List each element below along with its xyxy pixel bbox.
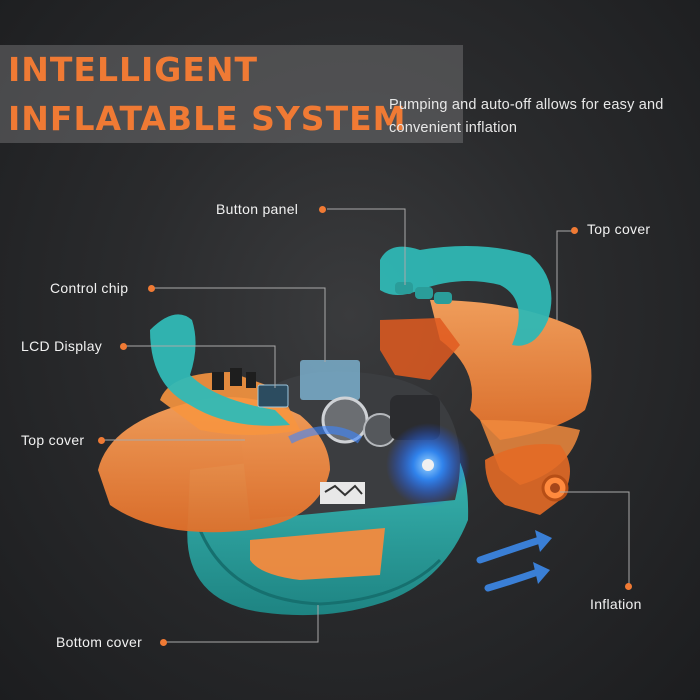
right-teal-strap <box>380 246 552 346</box>
inner-frame-top <box>380 318 460 380</box>
callout-lcd-display: LCD Display <box>21 338 103 354</box>
callout-top-cover-left: Top cover <box>21 432 85 448</box>
component <box>230 368 242 386</box>
callout-inflation: Inflation <box>590 596 642 612</box>
leader-line-button-panel <box>327 208 406 285</box>
bottom-cover-rim <box>198 529 442 606</box>
callout-dot-control-chip <box>148 285 155 292</box>
component <box>246 372 256 388</box>
front-orange-panel <box>250 528 385 580</box>
callout-dot-top-cover-right <box>571 227 578 234</box>
callout-button-panel: Button panel <box>216 201 299 217</box>
left-teal-strap <box>150 314 290 426</box>
callout-dot-inflation <box>625 583 632 590</box>
airflow-swirl <box>288 426 363 444</box>
leader-line-top-cover-right <box>556 230 574 320</box>
leader-line-inflation <box>560 491 630 587</box>
callout-dot-lcd-display <box>120 343 127 350</box>
callout-control-chip: Control chip <box>50 280 129 296</box>
callout-top-cover-right: Top cover <box>587 221 651 237</box>
right-top-cover-shell <box>430 300 592 440</box>
callout-dot-button-panel <box>319 206 326 213</box>
leader-line-bottom-cover <box>165 605 319 643</box>
airflow-arrow <box>476 536 544 564</box>
callout-dot-top-cover-left <box>98 437 105 444</box>
page-subtitle: Pumping and auto-off allows for easy and… <box>389 97 664 136</box>
fan-hub <box>422 459 434 471</box>
component <box>212 372 224 390</box>
leader-line-control-chip <box>152 287 326 362</box>
title-band <box>0 45 463 143</box>
airflow-arrow <box>484 568 542 592</box>
page-title-line-1: INTELLIGENT <box>8 50 259 89</box>
control-chip-board <box>300 360 360 400</box>
button-key <box>395 282 413 294</box>
button-key <box>415 287 433 299</box>
callout-dot-bottom-cover <box>160 639 167 646</box>
button-key <box>434 292 452 304</box>
lcd-display-screen <box>257 384 289 408</box>
callout-bottom-cover: Bottom cover <box>56 634 143 650</box>
leader-line-lcd <box>124 345 276 388</box>
page-title-line-2: INFLATABLE SYSTEM <box>8 99 407 138</box>
